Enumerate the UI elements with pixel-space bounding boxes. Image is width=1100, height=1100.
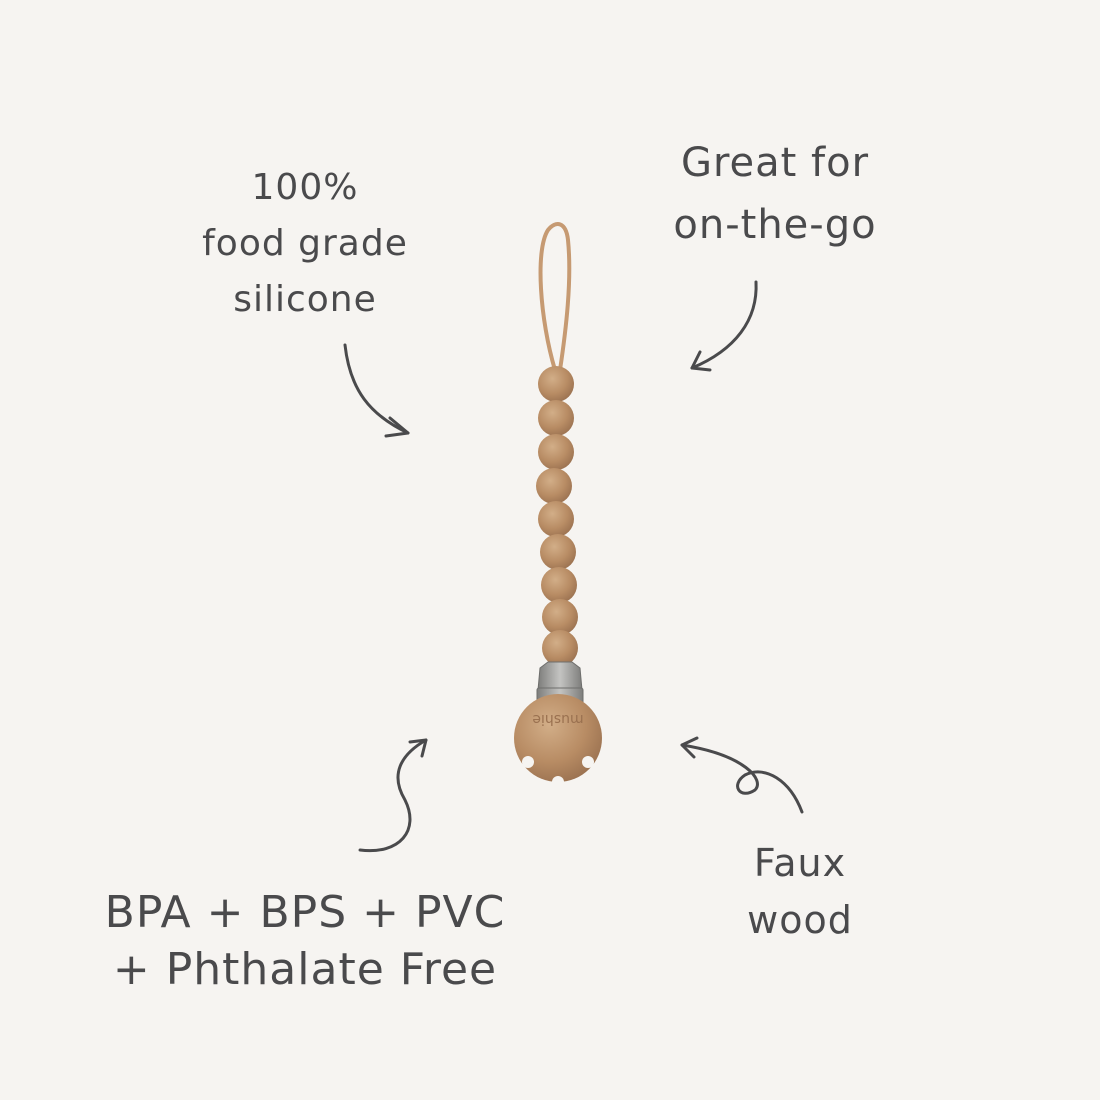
- beads: [536, 366, 578, 666]
- strap-loop: [538, 222, 572, 371]
- annotation-safety: BPA + BPS + PVC + Phthalate Free: [50, 884, 560, 998]
- arrow-material-icon: [343, 343, 410, 438]
- material-line-1: 100%: [251, 167, 359, 208]
- safety-line-1: BPA + BPS + PVC: [104, 887, 506, 938]
- annotation-finish: Faux wood: [720, 835, 880, 949]
- material-line-3: silicone: [233, 278, 377, 320]
- finish-line-1: Faux: [753, 841, 847, 885]
- arrow-portable-icon: [690, 280, 758, 372]
- portable-line-1: Great for: [680, 140, 870, 186]
- portable-line-2: on-the-go: [673, 202, 877, 248]
- safety-line-2: + Phthalate Free: [112, 944, 498, 996]
- svg-text:mushie: mushie: [532, 711, 583, 727]
- annotation-material: 100% food grade silicone: [170, 160, 440, 327]
- arrow-safety-icon: [358, 738, 428, 853]
- annotation-portable: Great for on-the-go: [635, 132, 915, 256]
- arrow-finish-icon: [680, 736, 804, 814]
- wooden-disc: mushie: [514, 694, 602, 788]
- finish-line-2: wood: [747, 898, 853, 942]
- material-line-2: food grade: [202, 222, 408, 264]
